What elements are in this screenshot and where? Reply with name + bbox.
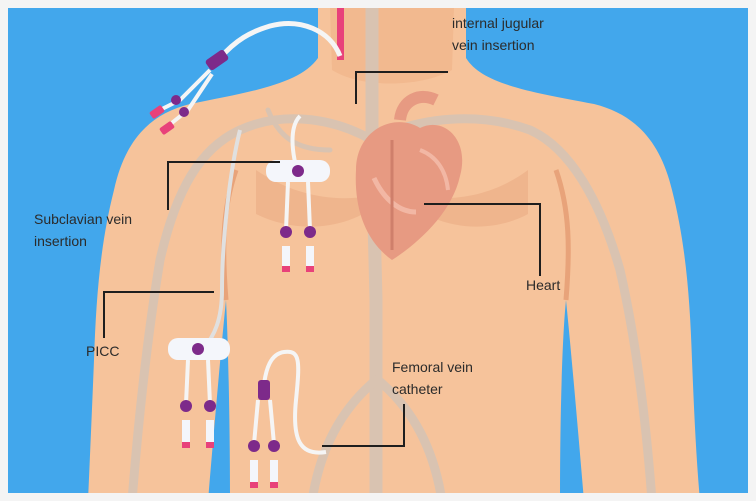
femoral-catheter — [248, 349, 327, 488]
ijv-tubing — [218, 21, 343, 60]
label-ijv: internal jugular vein insertion — [452, 15, 548, 53]
arm-crease-right — [553, 169, 571, 301]
label-heart: Heart — [526, 277, 560, 293]
label-picc: PICC — [86, 343, 119, 359]
leader-subclavian — [167, 161, 280, 210]
subclavian-catheter — [266, 114, 330, 272]
picc-catheter — [168, 129, 242, 448]
label-subclavian: Subclavian vein insertion — [34, 211, 136, 249]
chest-shade-left — [256, 170, 392, 227]
neck — [330, 8, 454, 84]
leader-femoral — [322, 404, 405, 447]
leader-ijv — [355, 71, 448, 104]
leader-heart — [424, 203, 541, 276]
label-femoral: Femoral vein catheter — [392, 359, 477, 397]
leader-picc — [103, 291, 214, 338]
catheter-hub-icon — [149, 49, 229, 135]
ijv-insertion-marker — [337, 8, 344, 60]
leader-lines — [103, 71, 541, 447]
heart-icon — [355, 90, 463, 260]
